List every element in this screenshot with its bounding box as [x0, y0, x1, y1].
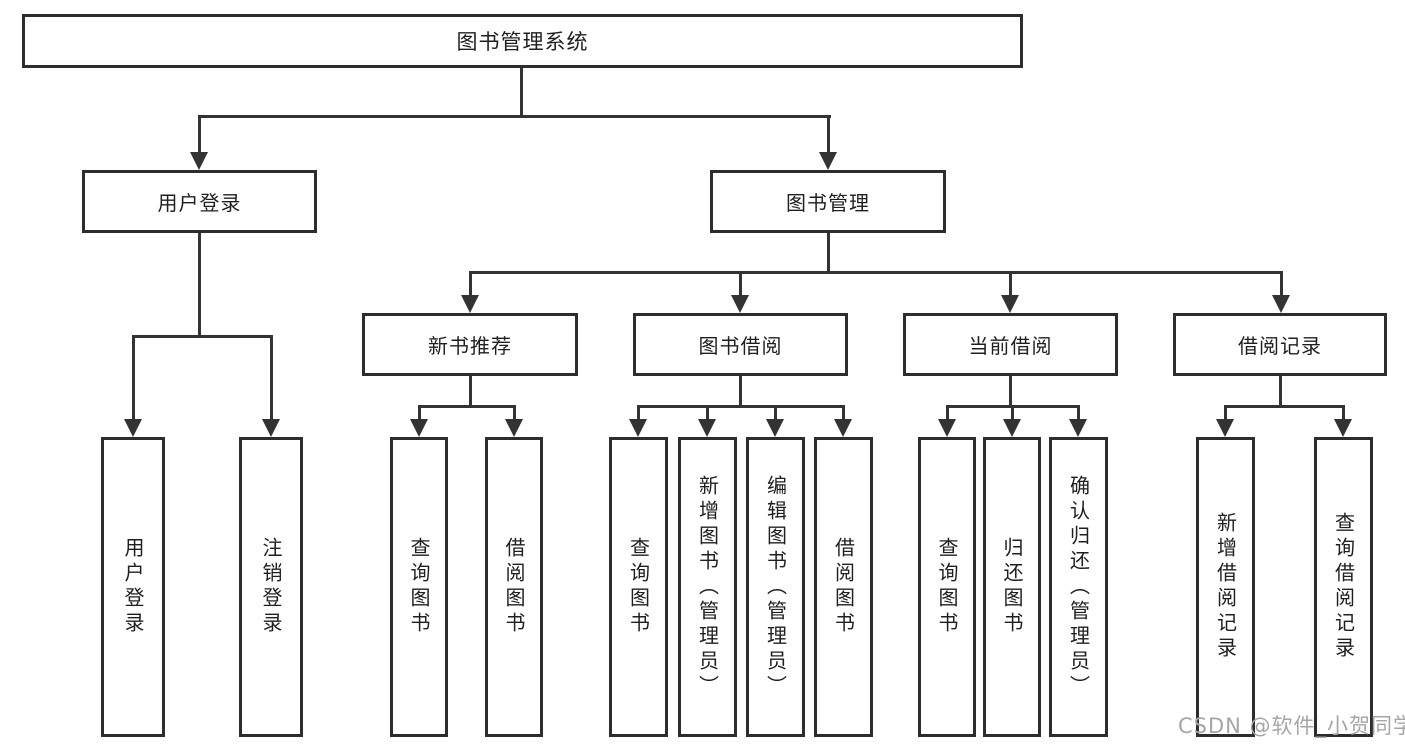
connector-line [637, 405, 640, 421]
csdn-watermark: CSDN @软件_小贺同学 [1178, 714, 1405, 738]
connector-line [739, 271, 742, 299]
arrowhead-icon [731, 295, 749, 313]
leaf-current-confirm-return-admin: 确认归还（管理员） [1049, 437, 1108, 737]
arrowhead-icon [834, 419, 852, 437]
node-current-borrowing: 当前借阅 [903, 313, 1118, 376]
connector-line [1224, 405, 1227, 421]
connector-line [827, 115, 830, 155]
connector-line [946, 405, 949, 421]
leaf-borrow-borrow-books: 借阅图书 [814, 437, 873, 737]
arrowhead-icon [461, 295, 479, 313]
arrowhead-icon [938, 419, 956, 437]
connector-line [469, 271, 472, 299]
leaf-borrow-add-books-admin: 新增图书（管理员） [678, 437, 737, 737]
connector-line [842, 405, 845, 421]
connector-line [1011, 405, 1014, 421]
leaf-records-query-record: 查询借阅记录 [1314, 437, 1373, 737]
leaf-newbooks-query-books: 查询图书 [390, 437, 448, 737]
arrowhead-icon [410, 419, 428, 437]
node-user-login: 用户登录 [82, 170, 317, 233]
arrowhead-icon [1069, 419, 1087, 437]
node-book-borrowing: 图书借阅 [633, 313, 848, 376]
connector-line [1224, 405, 1345, 408]
leaf-user-login: 用户登录 [101, 437, 165, 737]
connector-line [706, 405, 709, 421]
connector-line [469, 375, 472, 408]
node-new-book-recommendation: 新书推荐 [362, 313, 578, 376]
arrowhead-icon [262, 419, 280, 437]
leaf-newbooks-borrow-books: 借阅图书 [485, 437, 543, 737]
connector-line [520, 67, 523, 118]
arrowhead-icon [766, 419, 784, 437]
node-borrowing-records: 借阅记录 [1173, 313, 1387, 376]
connector-line [418, 405, 421, 421]
connector-line [198, 115, 201, 155]
connector-line [1077, 405, 1080, 421]
connector-line [270, 335, 273, 421]
leaf-borrow-edit-books-admin: 编辑图书（管理员） [746, 437, 805, 737]
node-book-management: 图书管理 [710, 170, 946, 233]
arrowhead-icon [698, 419, 716, 437]
arrowhead-icon [505, 419, 523, 437]
connector-line [132, 335, 135, 421]
connector-line [469, 271, 1283, 274]
connector-line [1279, 375, 1282, 408]
arrowhead-icon [1001, 295, 1019, 313]
arrowhead-icon [1334, 419, 1352, 437]
arrowhead-icon [1003, 419, 1021, 437]
connector-line [637, 405, 845, 408]
connector-line [739, 375, 742, 408]
arrowhead-icon [819, 152, 837, 170]
connector-line [827, 232, 830, 274]
leaf-logout: 注销登录 [239, 437, 303, 737]
arrowhead-icon [1272, 295, 1290, 313]
arrowhead-icon [190, 152, 208, 170]
connector-line [774, 405, 777, 421]
connector-line [1280, 271, 1283, 299]
connector-line [418, 405, 516, 408]
connector-line [198, 115, 831, 118]
connector-line [513, 405, 516, 421]
connector-line [132, 335, 273, 338]
leaf-borrow-query-books: 查询图书 [609, 437, 668, 737]
arrowhead-icon [1216, 419, 1234, 437]
node-library-management-system: 图书管理系统 [22, 14, 1023, 68]
arrowhead-icon [629, 419, 647, 437]
connector-line [198, 232, 201, 338]
leaf-records-add-record: 新增借阅记录 [1196, 437, 1255, 737]
leaf-current-return-books: 归还图书 [983, 437, 1041, 737]
arrowhead-icon [124, 419, 142, 437]
connector-line [1009, 271, 1012, 299]
connector-line [1009, 375, 1012, 408]
leaf-current-query-books: 查询图书 [918, 437, 976, 737]
connector-line [1342, 405, 1345, 421]
